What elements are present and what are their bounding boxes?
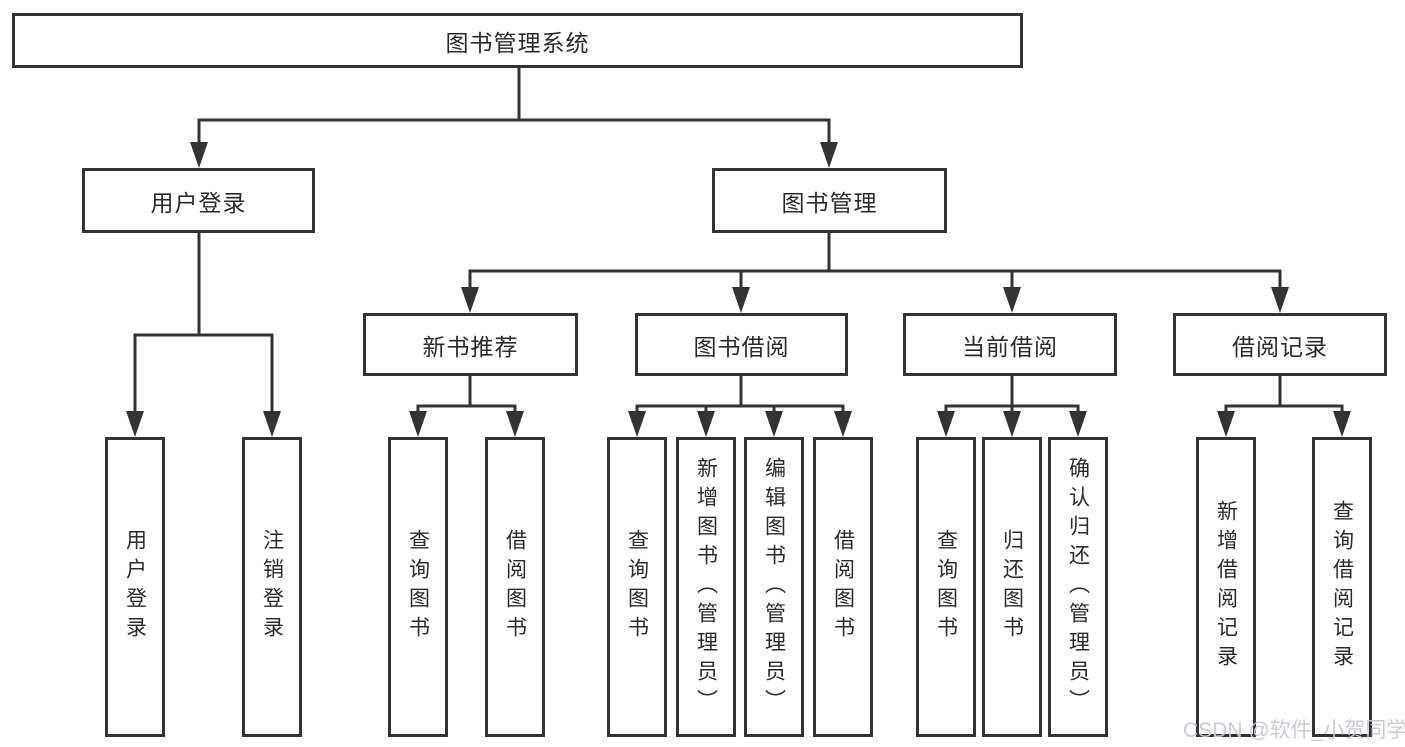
node-root: 图书管理系统 [12, 13, 1023, 68]
leaf-records-add: 新增借阅记录 [1196, 437, 1256, 737]
node-current-borrow: 当前借阅 [903, 313, 1117, 376]
arrowheads [126, 142, 1351, 437]
node-book-borrow-label: 图书借阅 [693, 333, 790, 360]
leaf-borrow-add-admin: 新增图书（管理员） [676, 437, 736, 737]
node-current-borrow-label: 当前借阅 [962, 333, 1058, 360]
leaf-borrow-borrow: 借阅图书 [813, 437, 873, 737]
node-book-borrow: 图书借阅 [635, 313, 848, 376]
node-borrow-records-label: 借阅记录 [1232, 333, 1328, 360]
node-user-login-label: 用户登录 [150, 189, 247, 216]
node-user-login: 用户登录 [82, 168, 315, 233]
node-book-mgmt-label: 图书管理 [781, 189, 878, 216]
node-new-books-label: 新书推荐 [422, 333, 519, 360]
leaf-new-books-query: 查询图书 [388, 437, 448, 737]
watermark: CSDN @软件_小贺同学 [1183, 719, 1405, 742]
leaf-borrow-query: 查询图书 [607, 437, 667, 737]
leaf-current-confirm-admin: 确认归还（管理员） [1048, 437, 1108, 737]
leaf-user-login: 用户登录 [105, 437, 165, 737]
leaf-borrow-edit-admin: 编辑图书（管理员） [744, 437, 804, 737]
node-new-books: 新书推荐 [363, 313, 578, 376]
leaf-new-books-borrow: 借阅图书 [485, 437, 545, 737]
node-book-mgmt: 图书管理 [712, 168, 947, 233]
node-root-label: 图书管理系统 [445, 29, 590, 56]
leaf-records-query: 查询借阅记录 [1312, 437, 1372, 737]
leaf-current-return: 归还图书 [982, 437, 1042, 737]
node-borrow-records: 借阅记录 [1173, 313, 1387, 376]
leaf-logout: 注销登录 [242, 437, 302, 737]
leaf-current-query: 查询图书 [916, 437, 976, 737]
